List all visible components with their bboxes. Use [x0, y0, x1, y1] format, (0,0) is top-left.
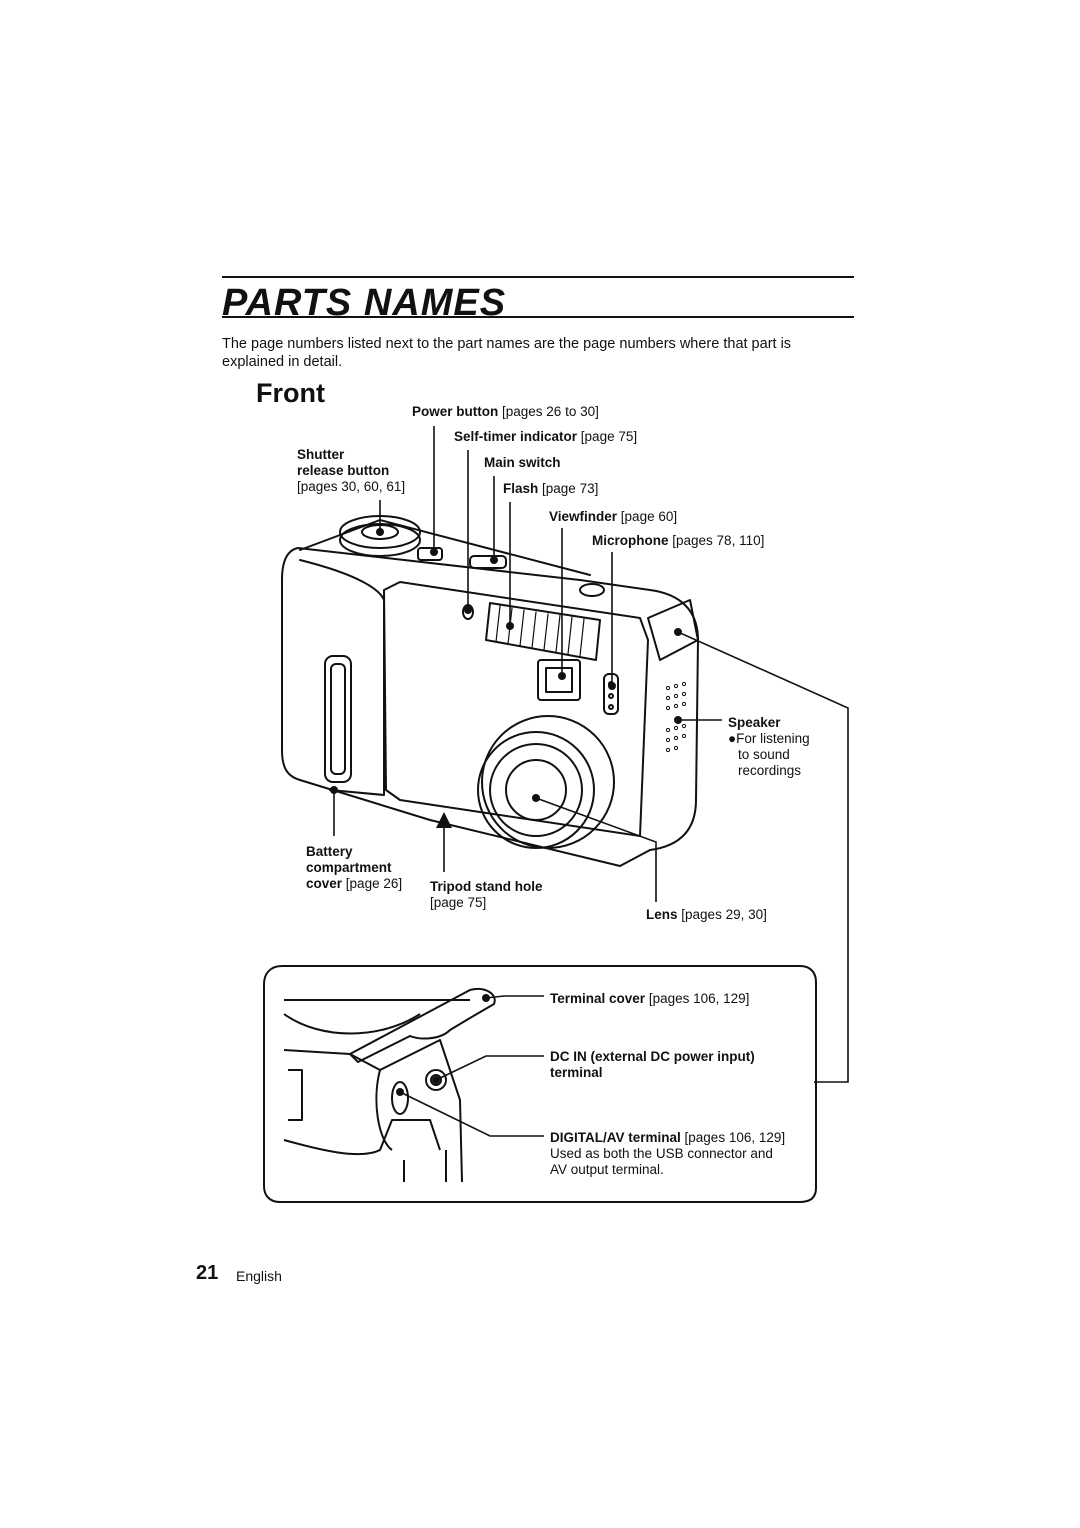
lens-barrel: [477, 715, 615, 849]
camera-grip: [299, 559, 385, 796]
inset-frame: [263, 965, 817, 1203]
viewfinder-window: [537, 659, 581, 701]
label-tripod: Tripod stand hole[page 75]: [430, 879, 543, 910]
grip-slot: [324, 655, 352, 783]
page-number: 21: [196, 1262, 219, 1284]
language-label: English: [236, 1268, 282, 1284]
speaker-grille: [665, 681, 687, 753]
title-top-rule: [222, 276, 854, 278]
flash-window: [485, 602, 601, 661]
label-speaker: Speaker ●For listening to sound recordin…: [728, 715, 810, 778]
label-viewfinder: Viewfinder [page 60]: [549, 509, 678, 524]
label-digital-av: DIGITAL/AV terminal [pages 106, 129] Use…: [550, 1130, 786, 1177]
camera-side-panel: [647, 599, 699, 661]
digital-av-port-shape: [391, 1081, 409, 1115]
label-self-timer: Self-timer indicator [page 75]: [454, 429, 638, 444]
label-power-button: Power button [pages 26 to 30]: [412, 404, 599, 419]
label-microphone: Microphone [pages 78, 110]: [592, 533, 765, 548]
power-button-shape: [417, 547, 443, 561]
label-lens: Lens [pages 29, 30]: [646, 907, 767, 922]
dc-in-port-shape: [425, 1069, 447, 1091]
bullet-icon: ●: [728, 731, 737, 746]
terminal-cover-flap: [349, 988, 496, 1063]
label-terminal-cover: Terminal cover [pages 106, 129]: [550, 991, 750, 1006]
title-bottom-rule: [222, 316, 854, 318]
microphone-shape: [603, 673, 619, 715]
label-main-switch: Main switch: [484, 455, 561, 470]
camera-front-panel: [383, 581, 649, 837]
label-flash: Flash [page 73]: [503, 481, 599, 496]
section-heading: Front: [256, 378, 325, 408]
intro-text: The page numbers listed next to the part…: [222, 336, 792, 370]
camera-body-outline: [281, 547, 699, 867]
label-dc-in: DC IN (external DC power input)terminal: [550, 1049, 755, 1080]
main-switch-shape: [469, 555, 507, 569]
